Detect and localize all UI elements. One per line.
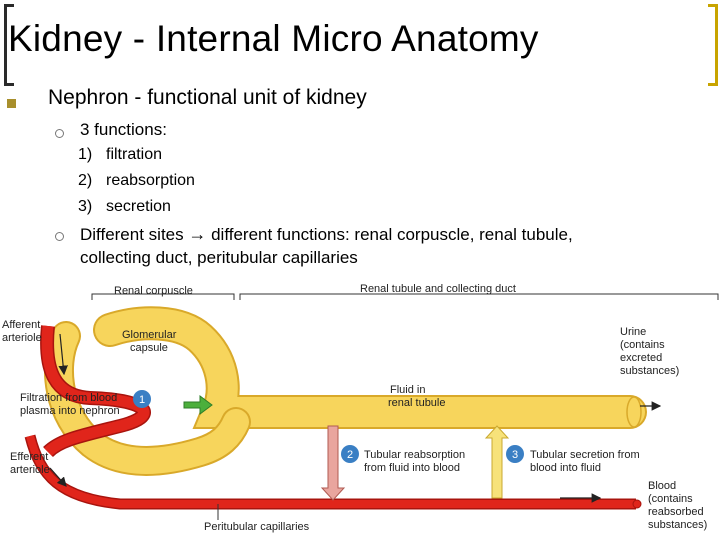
function-label: filtration [106, 146, 163, 163]
label-reabsorption-1: Tubular reabsorption [364, 449, 465, 461]
label-blood-1: Blood [648, 480, 676, 492]
step-1-number: 1 [139, 394, 145, 406]
function-number: 3) [78, 198, 93, 215]
function-item-2: 2) reabsorption [78, 172, 195, 190]
nephron-diagram: Renal corpuscle Renal tubule and collect… [2, 283, 719, 533]
function-label: secretion [106, 198, 171, 215]
secretion-arrow [484, 425, 510, 499]
label-renal-corpuscle: Renal corpuscle [114, 285, 193, 297]
label-urine-3: excreted [620, 352, 662, 364]
label-secretion-2: blood into fluid [530, 462, 601, 474]
label-efferent-2: arteriole [10, 464, 50, 476]
step-1-badge [133, 390, 151, 408]
title-bracket-left [4, 4, 14, 86]
label-reabsorption-2: from fluid into blood [364, 462, 460, 474]
function-number: 1) [78, 146, 93, 163]
label-blood-2: (contains [648, 493, 693, 505]
bullet-nephron: Nephron - functional unit of kidney [48, 86, 367, 109]
label-fluid-1: Fluid in [390, 384, 425, 396]
label-afferent-2: arteriole [2, 332, 42, 344]
capillary-end [632, 499, 642, 509]
label-urine-1: Urine [620, 326, 646, 338]
function-number: 2) [78, 172, 93, 189]
label-secretion-1: Tubular secretion from [530, 449, 640, 461]
label-efferent-1: Efferent [10, 451, 48, 463]
corpuscle-bracket [91, 293, 235, 300]
square-bullet-icon [7, 99, 16, 108]
right-arrow-icon: → [188, 224, 207, 244]
step-3-number: 3 [512, 449, 518, 461]
label-filtration-2: plasma into nephron [20, 405, 120, 417]
ring-bullet-icon [55, 129, 64, 138]
label-glomerular-2: capsule [130, 342, 168, 354]
label-fluid-2: renal tubule [388, 397, 446, 409]
label-peritubular: Peritubular capillaries [204, 521, 310, 533]
step-2-badge [341, 445, 359, 463]
sites-text-a: Different sites [80, 225, 184, 244]
tubule-opening [626, 396, 642, 428]
sites-line-1: Different sites → different functions: r… [80, 224, 573, 245]
filtration-arrow [183, 395, 213, 415]
reabsorption-arrow [320, 425, 346, 501]
label-urine-2: (contains [620, 339, 665, 351]
step-3-badge [506, 445, 524, 463]
title-bracket-right [708, 4, 718, 86]
label-blood-3: reabsorbed [648, 506, 704, 518]
label-urine-4: substances) [620, 365, 679, 377]
sites-text-b: different functions: renal corpuscle, re… [211, 225, 573, 244]
label-filtration-1: Filtration from blood [20, 392, 117, 404]
sites-line-2: collecting duct, peritubular capillaries [80, 248, 358, 267]
renal-tubule [95, 308, 645, 427]
label-blood-4: substances) [648, 519, 707, 531]
function-item-1: 1) filtration [78, 146, 162, 164]
tubule-bracket [239, 293, 719, 300]
function-label: reabsorption [106, 172, 195, 189]
efferent-flow-arrow [49, 467, 67, 487]
slide-title: Kidney - Internal Micro Anatomy [8, 18, 539, 59]
ring-bullet-icon [55, 232, 64, 241]
step-2-number: 2 [347, 449, 353, 461]
label-renal-tubule-duct: Renal tubule and collecting duct [360, 283, 516, 295]
afferent-flow-arrow [58, 333, 68, 376]
sub-heading-functions: 3 functions: [80, 120, 167, 139]
label-afferent-1: Afferent [2, 319, 40, 331]
function-item-3: 3) secretion [78, 198, 171, 216]
label-glomerular-1: Glomerular [122, 329, 177, 341]
